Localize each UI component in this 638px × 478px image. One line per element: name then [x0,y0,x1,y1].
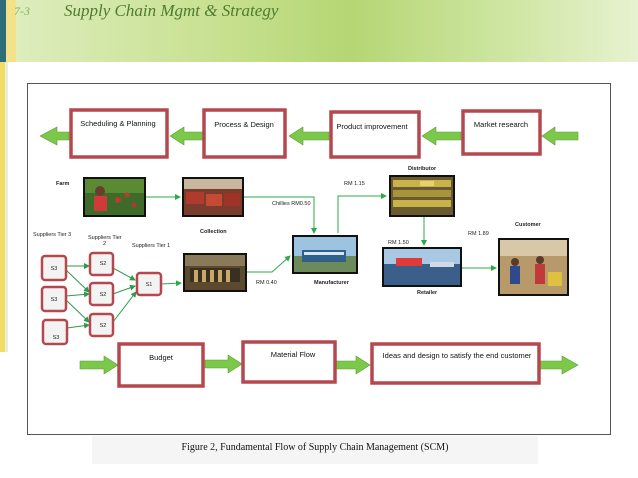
arrow-material-to-ideas [335,355,371,375]
scheduling-planning-label: Scheduling & Planning [80,119,155,128]
slide-number: 7-3 [14,4,30,18]
product-improvement-box: Product improvement [329,110,421,159]
arrow-into-market-research [541,126,579,146]
market-research-box: Market research [461,109,542,156]
node-s2-c: S2 [100,323,107,329]
price-customer: RM 1.89 [468,231,489,237]
suppliers-tier1-label: Suppliers Tier 1 [132,243,170,249]
price-distributor: RM 1.15 [344,181,365,187]
process-design-box: Process & Design [202,108,287,159]
budget-box: Budget [117,342,205,388]
manufacturer-label: Manufacturer [314,280,350,286]
manufacturer-photo [292,235,358,274]
arrow-budget-to-material [204,354,243,374]
collection-photo [182,177,244,217]
figure-caption: Figure 2, Fundamental Flow of Supply Cha… [181,442,449,453]
scheduling-planning-box: Scheduling & Planning [69,108,169,159]
node-s2-a: S2 [100,261,107,267]
node-s3-b: S3 [51,297,58,303]
suppliers-tier2-label-line1: Suppliers Tier [88,235,122,241]
tier1-photo [183,253,247,292]
node-s3-a: S3 [51,266,58,272]
top-flow-arrows [39,126,579,146]
left-accent-bar [0,62,5,352]
arrow-into-budget [79,355,119,375]
arrow-out-of-ideas [539,355,579,375]
product-improvement-label: Product improvement [336,122,408,131]
suppliers-tier3-label: Suppliers Tier 3 [33,232,71,238]
process-design-label: Process & Design [214,120,274,129]
customer-label: Customer [515,222,542,228]
bottom-flow-arrows [79,354,579,375]
flow-lines [146,193,497,287]
retailer-label: Retailer [417,290,438,296]
left-accent-bar-light [5,62,8,352]
farm-label: Farm [56,181,70,187]
supplier-nodes [40,251,163,346]
supplier-network-lines [65,263,137,329]
slide-header: 7-3 Supply Chain Mgmt & Strategy [0,0,638,62]
distributor-photo [389,175,455,217]
header-accent-stripe-light [6,0,16,62]
price-manufacturer: RM 0.40 [256,280,277,286]
ideas-label: Ideas and design to satisfy the end cust… [383,351,532,360]
node-s3-c: S3 [53,335,60,341]
price-chillies: Chillies RM0.50 [272,201,311,207]
distributor-label: Distributor [408,166,437,172]
customer-photo [498,238,569,296]
farm-photo [83,177,146,217]
header-accent-stripe [0,0,6,62]
collection-label: Collection [200,229,227,235]
slide-title: Supply Chain Mgmt & Strategy [64,1,279,20]
retailer-photo [382,247,462,287]
arrow-market-to-product [421,126,462,146]
price-retailer: RM 1.50 [388,240,409,246]
caption-background [92,436,538,464]
arrow-process-to-scheduling [169,126,204,146]
node-s1: S1 [146,282,153,288]
material-flow-box: Material Flow [241,340,337,384]
arrow-out-of-scheduling [39,126,70,146]
ideas-box: Ideas and design to satisfy the end cust… [370,342,541,385]
material-flow-label: Material Flow [271,350,316,359]
arrow-product-to-process [288,126,330,146]
node-s2-b: S2 [100,292,107,298]
budget-label: Budget [149,353,174,362]
market-research-label: Market research [474,120,528,129]
suppliers-tier2-label-line2: 2 [103,241,106,247]
